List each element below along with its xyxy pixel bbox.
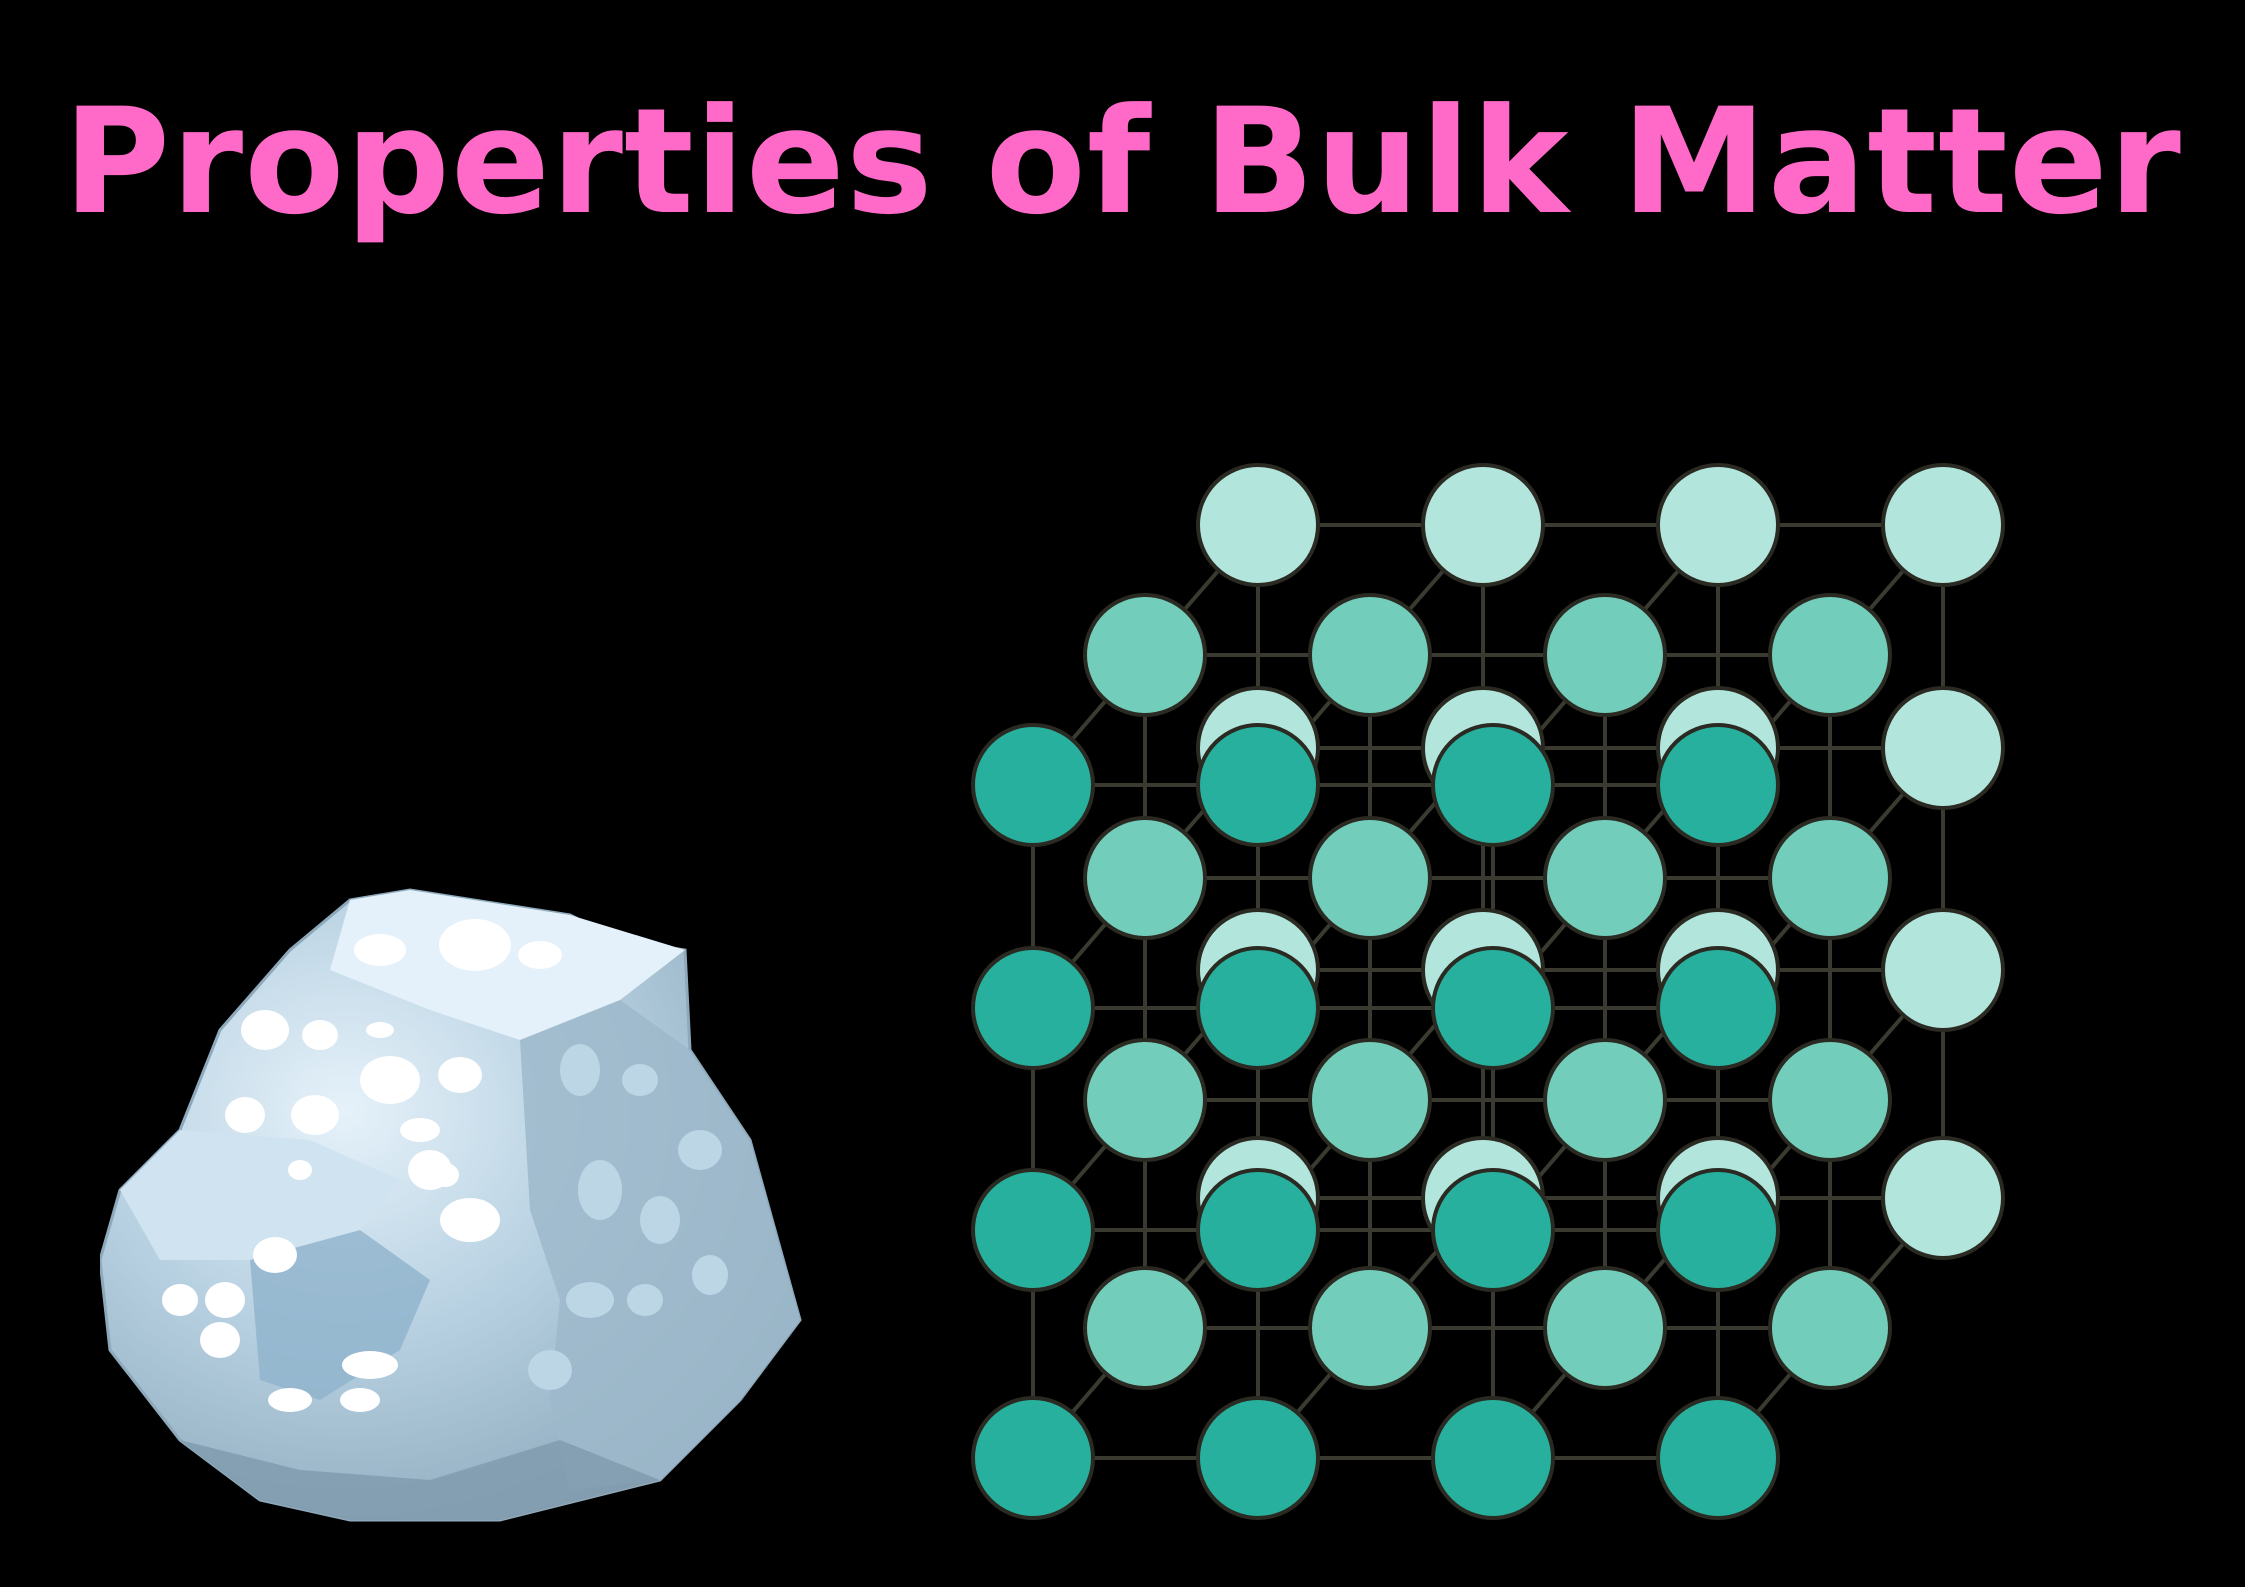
- atom-middle: [1083, 1038, 1207, 1162]
- atom-front: [1656, 723, 1780, 847]
- atom-back: [1881, 908, 2005, 1032]
- atom-front: [1431, 723, 1555, 847]
- atom-back: [1881, 1136, 2005, 1260]
- page-title: Properties of Bulk Matter: [63, 77, 2182, 247]
- atom-front: [1196, 1396, 1320, 1520]
- atom-middle: [1543, 1266, 1667, 1390]
- atom-middle: [1083, 816, 1207, 940]
- rock-spots: [162, 919, 562, 1412]
- atom-back: [1656, 463, 1780, 587]
- atom-front: [971, 1396, 1095, 1520]
- atom-front: [1196, 723, 1320, 847]
- atom-front: [1196, 946, 1320, 1070]
- atom-front: [1656, 946, 1780, 1070]
- atom-back: [1421, 463, 1545, 587]
- atom-back: [1881, 463, 2005, 587]
- atom-middle: [1543, 593, 1667, 717]
- atom-front: [1431, 1168, 1555, 1292]
- atom-middle: [1768, 1266, 1892, 1390]
- atom-middle: [1768, 1038, 1892, 1162]
- ice-rock-icon: [100, 888, 802, 1522]
- atom-middle: [1543, 1038, 1667, 1162]
- atom-middle: [1768, 816, 1892, 940]
- atom-back: [1196, 463, 1320, 587]
- atom-middle: [1308, 1266, 1432, 1390]
- atom-front: [971, 946, 1095, 1070]
- atom-middle: [1083, 1266, 1207, 1390]
- atom-front: [1656, 1168, 1780, 1292]
- atom-middle: [1308, 816, 1432, 940]
- atom-middle: [1768, 593, 1892, 717]
- atom-middle: [1308, 1038, 1432, 1162]
- atom-front: [1431, 946, 1555, 1070]
- atom-front: [1196, 1168, 1320, 1292]
- rock-spots-blue: [528, 1044, 728, 1390]
- atom-back: [1881, 686, 2005, 810]
- atom-front: [1431, 1396, 1555, 1520]
- atom-middle: [1543, 816, 1667, 940]
- atom-middle: [1308, 593, 1432, 717]
- atom-front: [1656, 1396, 1780, 1520]
- atom-front: [971, 1168, 1095, 1292]
- atom-middle: [1083, 593, 1207, 717]
- atom-front: [971, 723, 1095, 847]
- lattice-atoms: [971, 463, 2005, 1520]
